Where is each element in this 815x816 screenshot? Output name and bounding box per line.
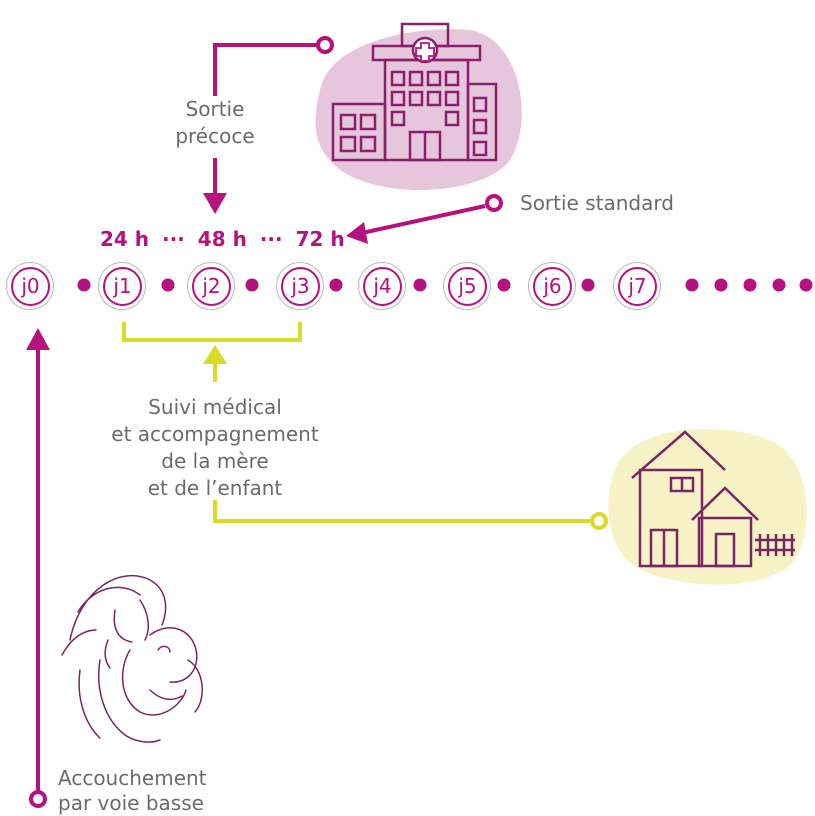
hour-48: 48 h bbox=[197, 227, 247, 251]
delivery-connector bbox=[26, 328, 50, 808]
follow-up-arrowhead bbox=[203, 345, 227, 364]
mother-child-icon bbox=[61, 575, 203, 743]
hour-ellipsis-1: ··· bbox=[162, 227, 185, 251]
day-j5: j5 bbox=[443, 262, 491, 310]
day-j1: j1 bbox=[98, 262, 146, 310]
standard-discharge-connector bbox=[346, 194, 503, 244]
day-j7: j7 bbox=[613, 262, 661, 310]
day-j1-label: j1 bbox=[103, 267, 142, 306]
follow-up-label: Suivi médical et accompagnement de la mè… bbox=[90, 394, 340, 502]
hour-24: 24 h bbox=[100, 227, 150, 251]
day-j3-label: j3 bbox=[281, 267, 320, 306]
follow-up-line-2: et accompagnement bbox=[111, 422, 319, 446]
follow-up-bracket bbox=[122, 322, 608, 530]
day-j5-label: j5 bbox=[448, 267, 487, 306]
hour-72: 72 h bbox=[295, 227, 345, 251]
day-j2: j2 bbox=[187, 262, 235, 310]
delivery-label: Accouchement par voie basse bbox=[58, 766, 207, 816]
day-j2-label: j2 bbox=[192, 267, 231, 306]
day-j6: j6 bbox=[528, 262, 576, 310]
day-j3: j3 bbox=[276, 262, 324, 310]
follow-up-line-1: Suivi médical bbox=[148, 395, 282, 419]
timeline-dots bbox=[77, 278, 813, 292]
hour-markers: 24 h ··· 48 h ··· 72 h bbox=[100, 227, 345, 251]
early-discharge-line-2: précoce bbox=[175, 124, 255, 148]
day-j0-label: j0 bbox=[11, 267, 50, 306]
early-discharge-arrowhead bbox=[203, 193, 227, 214]
delivery-line-1: Accouchement bbox=[58, 766, 207, 790]
delivery-line-2: par voie basse bbox=[58, 791, 204, 815]
day-j4: j4 bbox=[358, 262, 406, 310]
early-discharge-line-1: Sortie bbox=[185, 97, 245, 121]
follow-up-line-3: de la mère bbox=[161, 449, 269, 473]
hour-ellipsis-2: ··· bbox=[259, 227, 283, 251]
early-discharge-connector bbox=[213, 36, 334, 196]
house-icon bbox=[608, 428, 807, 585]
day-j4-label: j4 bbox=[363, 267, 402, 306]
day-j0: j0 bbox=[6, 262, 54, 310]
day-j7-label: j7 bbox=[618, 267, 657, 306]
standard-discharge-label: Sortie standard bbox=[520, 191, 674, 215]
early-discharge-label: Sortie précoce bbox=[150, 96, 280, 150]
day-j6-label: j6 bbox=[533, 267, 572, 306]
follow-up-line-4: et de l’enfant bbox=[147, 476, 283, 500]
hospital-icon bbox=[315, 22, 522, 190]
